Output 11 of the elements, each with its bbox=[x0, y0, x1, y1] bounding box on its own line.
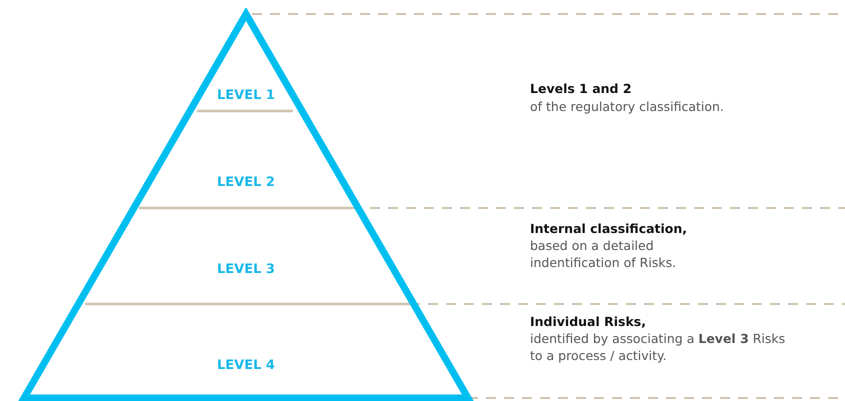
level-label: LEVEL 2 bbox=[206, 175, 286, 191]
level-label: LEVEL 3 bbox=[206, 262, 286, 278]
level-label: LEVEL 1 bbox=[206, 88, 286, 104]
description-heading: Levels 1 and 2 bbox=[530, 80, 633, 97]
description-text: identified by associating a Level 3 Risks to a process / activity. bbox=[530, 330, 786, 364]
description-text: based on a detailed indentification of Risks. bbox=[530, 237, 678, 271]
pyramid-triangle bbox=[18, 8, 474, 401]
level-label: LEVEL 4 bbox=[206, 358, 286, 374]
description-text: of the regulatory classification. bbox=[530, 98, 725, 115]
description-heading: Internal classification, bbox=[530, 220, 688, 237]
description-heading: Individual Risks, bbox=[530, 313, 647, 330]
